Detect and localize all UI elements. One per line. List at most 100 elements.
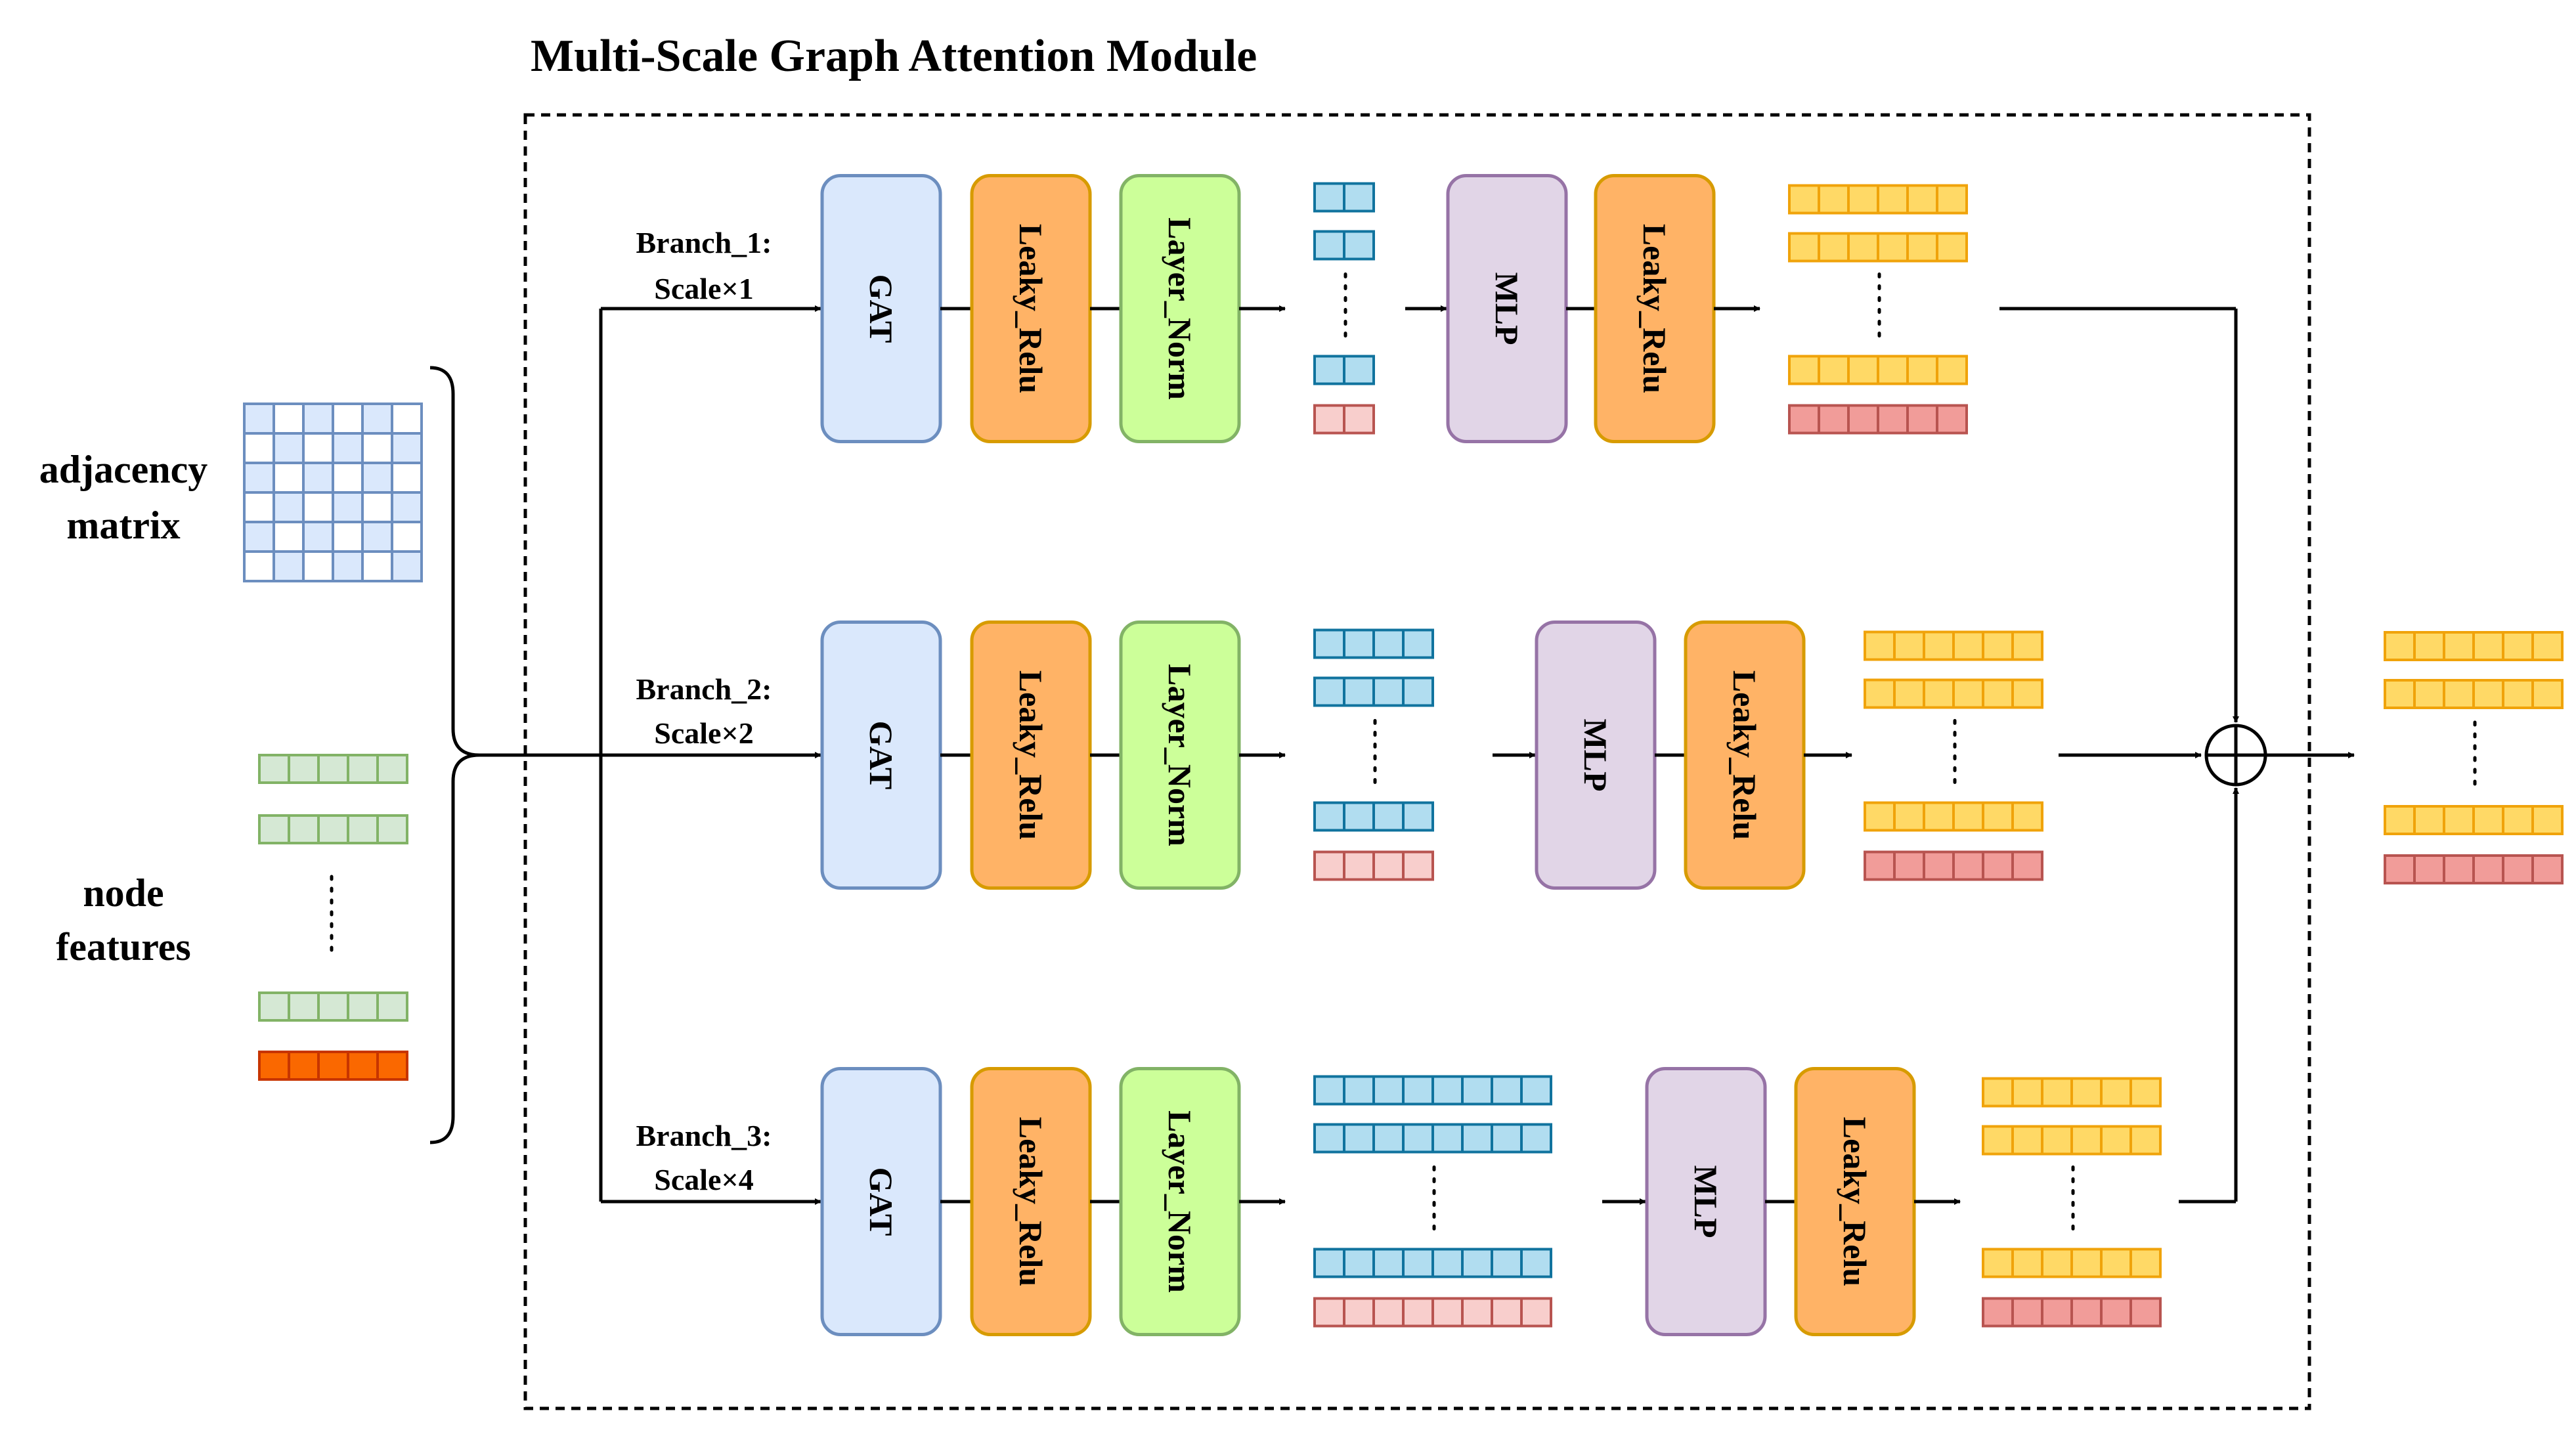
branch-2-mid-row-highlight	[1313, 850, 1434, 881]
branch-3-mid-row-cell	[1313, 1123, 1345, 1154]
branch-3-leaky-relu-block: Leaky_Relu	[970, 1067, 1092, 1336]
branch-3-mid-row-cell	[1343, 1123, 1375, 1154]
node-features-label-line1: node	[83, 871, 164, 915]
branch-1-mlp-block: MLP	[1446, 174, 1568, 443]
branch-2-mid-row-cell	[1343, 676, 1375, 707]
branch-2-out-row-cell	[1952, 801, 1984, 832]
branch-2-out-row-cell	[1893, 801, 1925, 832]
adjacency-matrix-cell	[332, 491, 364, 523]
node-feature-vectors	[258, 754, 408, 1081]
branch-3-mid-row-cell	[1431, 1075, 1464, 1106]
branch-2-mlp-block: MLP	[1535, 620, 1657, 890]
branch-1-mid-row-highlight-cell	[1313, 404, 1345, 435]
branch-3-mid-row-cell	[1372, 1075, 1405, 1106]
branch-2-mid-row-cell	[1313, 676, 1345, 707]
branch-3-mid-row-highlight-cell	[1431, 1297, 1464, 1328]
branch-3-out-row-cell	[2100, 1077, 2132, 1108]
branch-3-leaky-relu-block-label: Leaky_Relu	[1013, 1117, 1049, 1286]
node-feature-row-cell	[317, 814, 349, 844]
branch-1-mid-row	[1313, 355, 1375, 385]
node-feature-row-cell	[347, 754, 379, 784]
branch-3-out-row	[1982, 1125, 2162, 1156]
node-feature-row-cell	[258, 814, 290, 844]
branch-1-out-row-cell	[1788, 232, 1820, 263]
output-feature-row-cell	[2384, 679, 2416, 709]
adjacency-matrix-cell	[302, 432, 334, 464]
branch-2-out-row-cell	[2011, 801, 2043, 832]
adjacency-matrix-cell	[243, 432, 275, 464]
adjacency-matrix-cell	[273, 491, 305, 523]
branch-3-out-row-cell	[2070, 1248, 2103, 1278]
branch-3-mid-row	[1313, 1075, 1552, 1106]
branch-1-out-row-cell	[1818, 355, 1850, 385]
adjacency-matrix-cell	[273, 550, 305, 582]
output-feature-row-cell	[2443, 805, 2475, 835]
output-feature-row-cell	[2413, 679, 2445, 709]
adjacency-matrix-cell	[332, 403, 364, 435]
branch-1-mid-row-cell	[1313, 182, 1345, 213]
branch-3-out-row-cell	[2041, 1077, 2073, 1108]
branch-3-mid-row-cell	[1491, 1248, 1523, 1278]
branch-2-out-row-highlight-cell	[2011, 850, 2043, 881]
output-feature-row-cell	[2413, 631, 2445, 661]
adjacency-matrix-cell	[302, 521, 334, 553]
branch-1-mid-row	[1313, 230, 1375, 261]
branch-1-out-row-highlight-cell	[1906, 404, 1938, 435]
branch-3-out-row-cell	[2129, 1077, 2162, 1108]
branch-3-mid-row-cell	[1313, 1075, 1345, 1106]
branch-2-out-row-cell	[1864, 630, 1896, 661]
adjacency-matrix-cell	[391, 403, 423, 435]
adjacency-matrix-cell	[361, 521, 393, 553]
node-feature-row-cell	[347, 991, 379, 1022]
output-feature-row-cell	[2531, 805, 2564, 835]
output-feature-row-cell	[2502, 805, 2534, 835]
branch-1-out-row-cell	[1788, 355, 1820, 385]
branch-2-out-row	[1864, 678, 2043, 709]
branch-3-out-row-highlight	[1982, 1297, 2162, 1328]
adjacency-matrix-cell	[302, 403, 334, 435]
adjacency-matrix-cell	[332, 521, 364, 553]
branch1-label-line2: Scale×1	[654, 272, 753, 305]
node-feature-row-cell	[317, 754, 349, 784]
branch-3-mid-row-cell	[1431, 1248, 1464, 1278]
output-feature-row-cell	[2413, 805, 2445, 835]
branch-1-out-row-cell	[1906, 184, 1938, 215]
branch-3-out-row-cell	[2011, 1248, 2043, 1278]
branch-2-leaky-relu-block: Leaky_Relu	[970, 620, 1092, 890]
output-feature-row-highlight-cell	[2443, 854, 2475, 884]
branch-2-layer-norm-block-label: Layer_Norm	[1162, 664, 1198, 846]
branch-3-mid-row-cell	[1520, 1123, 1552, 1154]
branch-2-out-row-cell	[1982, 801, 2014, 832]
branch-3-mid-row-cell	[1372, 1123, 1405, 1154]
branch-2-mid-row-cell	[1343, 628, 1375, 659]
branch-1-out-row-cell	[1906, 355, 1938, 385]
adjacency-matrix-cell	[273, 432, 305, 464]
adjacency-matrix-cell	[302, 550, 334, 582]
node-feature-row-cell	[376, 754, 408, 784]
output-feature-row-cell	[2443, 631, 2475, 661]
branch-1-leaky-relu-block-label: Leaky_Relu	[1013, 224, 1049, 393]
branch-2-mid-row-cell	[1402, 676, 1434, 707]
adjacency-matrix-cell	[332, 432, 364, 464]
output-feature-row	[2384, 679, 2564, 709]
branch-3-out-row-cell	[2070, 1077, 2103, 1108]
branch-3-out-row-cell	[2129, 1248, 2162, 1278]
adjacency-matrix-cell	[361, 432, 393, 464]
adjacency-matrix-cell	[332, 550, 364, 582]
branch-2-out-row-highlight-cell	[1982, 850, 2014, 881]
branch-3-mid-row-cell	[1402, 1248, 1434, 1278]
output-feature-row-cell	[2443, 679, 2475, 709]
adjacency-label-line2: matrix	[66, 504, 180, 547]
branch-1-mid-row-highlight	[1313, 404, 1375, 435]
adjacency-label-line1: adjacency	[39, 448, 208, 491]
branch-2-out-row-cell	[1864, 801, 1896, 832]
branch-3-out-row-highlight-cell	[2100, 1297, 2132, 1328]
branch-1-mid-row	[1313, 182, 1375, 213]
module-boundary	[523, 113, 2311, 1410]
branch-3-mlp-block-label: MLP	[1688, 1165, 1724, 1238]
branch-1-out-row-cell	[1877, 184, 1909, 215]
branch-1-out-row-cell	[1818, 232, 1850, 263]
node-feature-row-cell	[317, 991, 349, 1022]
